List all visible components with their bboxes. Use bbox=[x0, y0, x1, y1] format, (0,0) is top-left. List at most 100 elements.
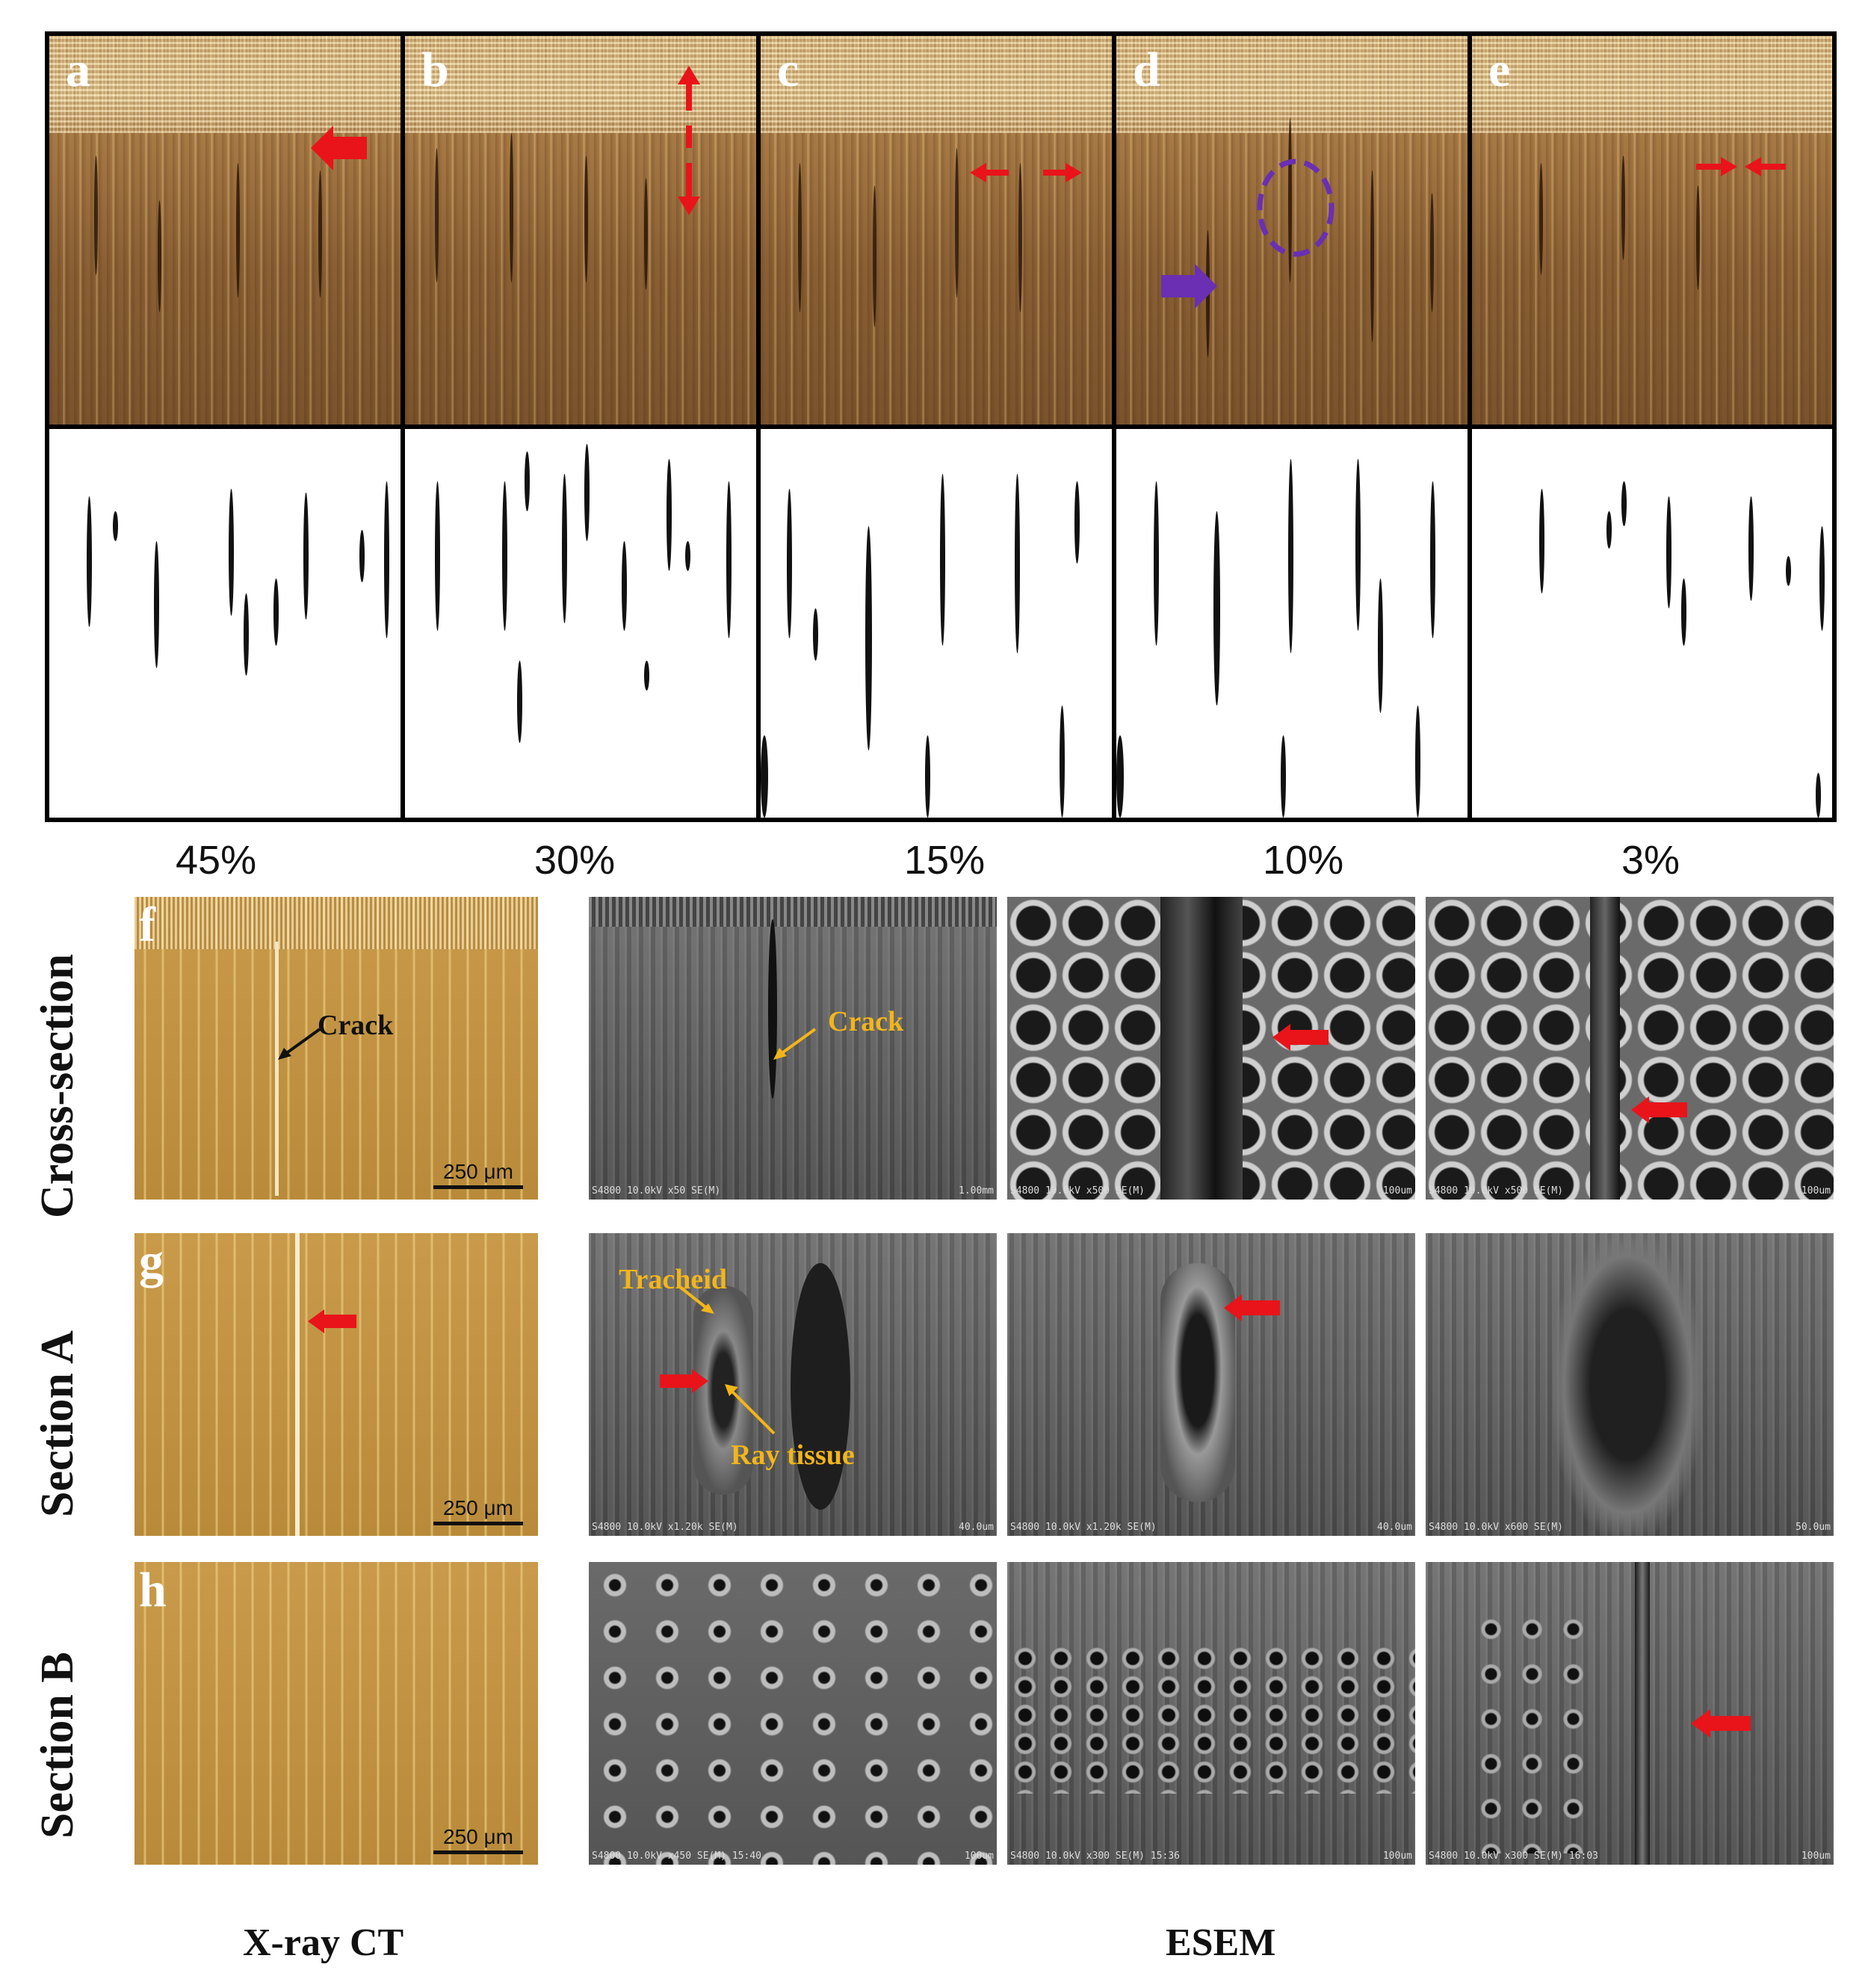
sem-info: S4800 10.0kV x300 SE(M) 16:03 bbox=[1429, 1850, 1598, 1862]
panel-e-image: e bbox=[1472, 36, 1832, 425]
row-label-section-a: Section A bbox=[32, 1330, 83, 1517]
sem-info-bar: S4800 10.0kV x50 SE(M)1.00mm bbox=[592, 1185, 994, 1197]
crack-mark bbox=[502, 481, 507, 631]
crack-mark bbox=[1681, 578, 1686, 646]
scale-bar: 250 μm bbox=[433, 1825, 523, 1854]
crack-mark bbox=[154, 541, 159, 668]
sem-info: S4800 10.0kV x1.20k SE(M) bbox=[1010, 1522, 1157, 1533]
scale-bar-label: 250 μm bbox=[443, 1160, 513, 1183]
crack-mark bbox=[275, 942, 279, 1196]
crack-mark bbox=[813, 608, 818, 661]
sem-scale: 40.0um bbox=[1377, 1522, 1412, 1533]
panel-e-crack-map bbox=[1472, 429, 1832, 818]
double-arrow-horizontal-icon bbox=[970, 163, 1082, 182]
crack-mark bbox=[791, 1263, 850, 1510]
crack-mark bbox=[1281, 735, 1286, 818]
crack-mark bbox=[1430, 481, 1435, 638]
arrow-right-icon bbox=[1161, 264, 1217, 309]
converging-arrows-icon bbox=[1696, 157, 1786, 176]
panel-g-esem-2: S4800 10.0kV x1.20k SE(M) 40.0um bbox=[1007, 1233, 1415, 1536]
sem-info-bar: S4800 10.0kV x600 SE(M)50.0um bbox=[1429, 1522, 1831, 1533]
crack-mark bbox=[1635, 1562, 1650, 1865]
crack-mark bbox=[435, 481, 440, 631]
scale-bar-label: 250 μm bbox=[443, 1496, 513, 1519]
crack-mark bbox=[925, 735, 930, 818]
panel-letter: f bbox=[139, 898, 155, 952]
footer-label-esem: ESEM bbox=[1166, 1921, 1276, 1964]
latewood-band bbox=[1116, 36, 1468, 133]
crack-mark bbox=[1819, 526, 1825, 631]
crack-mark bbox=[236, 163, 240, 297]
crack-mark bbox=[1621, 155, 1625, 260]
panel-f-esem-2: S4800 10.0kV x500 SE(M)100um bbox=[1007, 897, 1415, 1200]
latewood-band bbox=[1472, 36, 1832, 133]
crack-mark bbox=[1060, 706, 1065, 818]
panel-letter: h bbox=[139, 1563, 167, 1617]
sem-info: S4800 10.0kV x500 SE(M) bbox=[1010, 1185, 1145, 1197]
crack-mark bbox=[1288, 459, 1293, 653]
crack-mark bbox=[1415, 706, 1420, 818]
crack-mark bbox=[768, 919, 777, 1099]
crack-mark bbox=[1430, 193, 1434, 312]
panel-c-image: c bbox=[761, 36, 1112, 425]
panel-letter: d bbox=[1133, 43, 1160, 97]
crack-mark bbox=[562, 474, 567, 623]
crack-mark bbox=[384, 481, 389, 638]
crack-mark bbox=[955, 148, 959, 297]
sem-scale: 100um bbox=[964, 1850, 994, 1862]
scale-bar-line bbox=[433, 1850, 523, 1854]
crack-mark bbox=[244, 593, 249, 676]
latewood-band bbox=[761, 36, 1112, 133]
panel-letter: e bbox=[1488, 43, 1511, 97]
sem-info: S4800 10.0kV x50 SE(M) bbox=[592, 1185, 721, 1197]
crack-mark bbox=[1074, 481, 1080, 564]
crack-mark bbox=[158, 200, 161, 312]
tracheid-label: Tracheid bbox=[619, 1264, 727, 1295]
crack-mark bbox=[644, 178, 648, 290]
crack-mark bbox=[1288, 118, 1292, 283]
sem-info: S4800 10.0kV x500 SE(M) bbox=[1429, 1185, 1564, 1197]
ray-tissue-label: Ray tissue bbox=[731, 1439, 855, 1471]
moisture-label: 15% bbox=[904, 838, 986, 883]
sem-info: S4800 10.0kV x450 SE(M) 15:40 bbox=[592, 1850, 761, 1862]
panel-g-xct-image: g 250 μm bbox=[134, 1233, 538, 1536]
arrow-icon bbox=[725, 1384, 776, 1435]
panel-f-esem-1: Crack S4800 10.0kV x50 SE(M)1.00mm bbox=[589, 897, 997, 1200]
dashed-circle-icon bbox=[1257, 158, 1334, 257]
scale-bar-line bbox=[433, 1185, 523, 1189]
arrow-icon bbox=[773, 1028, 817, 1060]
scale-bar: 250 μm bbox=[433, 1160, 523, 1189]
sem-info-bar: S4800 10.0kV x1.20k SE(M) 40.0um bbox=[1010, 1522, 1412, 1533]
panel-g-esem-1: Tracheid Ray tissue S4800 10.0kV x1.20k … bbox=[589, 1233, 997, 1536]
row-label-section-b: Section B bbox=[32, 1652, 83, 1839]
crack-mark bbox=[1553, 1233, 1702, 1536]
panel-b-image: b bbox=[405, 36, 756, 425]
crack-mark bbox=[1018, 163, 1022, 312]
crack-mark bbox=[273, 578, 279, 646]
crack-mark bbox=[1015, 474, 1020, 653]
pit-field bbox=[1007, 1644, 1415, 1794]
crack-mark bbox=[359, 530, 365, 582]
crack-mark bbox=[584, 155, 588, 283]
arrow-left-icon bbox=[1224, 1294, 1280, 1321]
crack-mark bbox=[1666, 496, 1671, 608]
panel-f-esem-3: S4800 10.0kV x500 SE(M)100um bbox=[1426, 897, 1834, 1200]
row-label-cross-section: Cross-section bbox=[32, 954, 83, 1218]
sem-info-bar: S4800 10.0kV x500 SE(M)100um bbox=[1010, 1185, 1412, 1197]
crack-mark bbox=[1539, 489, 1544, 593]
latewood-band bbox=[134, 897, 538, 949]
crack-mark bbox=[525, 451, 530, 511]
crack-mark bbox=[295, 1233, 300, 1536]
crack-mark bbox=[761, 735, 768, 818]
sem-scale: 50.0um bbox=[1796, 1522, 1831, 1533]
crack-mark bbox=[303, 493, 309, 620]
sem-scale: 100um bbox=[1382, 1850, 1412, 1862]
double-arrow-vertical-icon bbox=[678, 66, 700, 215]
moisture-label: 30% bbox=[534, 838, 616, 883]
crack-mark bbox=[113, 511, 118, 541]
arrow-icon bbox=[678, 1285, 714, 1314]
sem-info-bar: S4800 10.0kV x500 SE(M)100um bbox=[1429, 1185, 1831, 1197]
moisture-label: 45% bbox=[176, 838, 257, 883]
